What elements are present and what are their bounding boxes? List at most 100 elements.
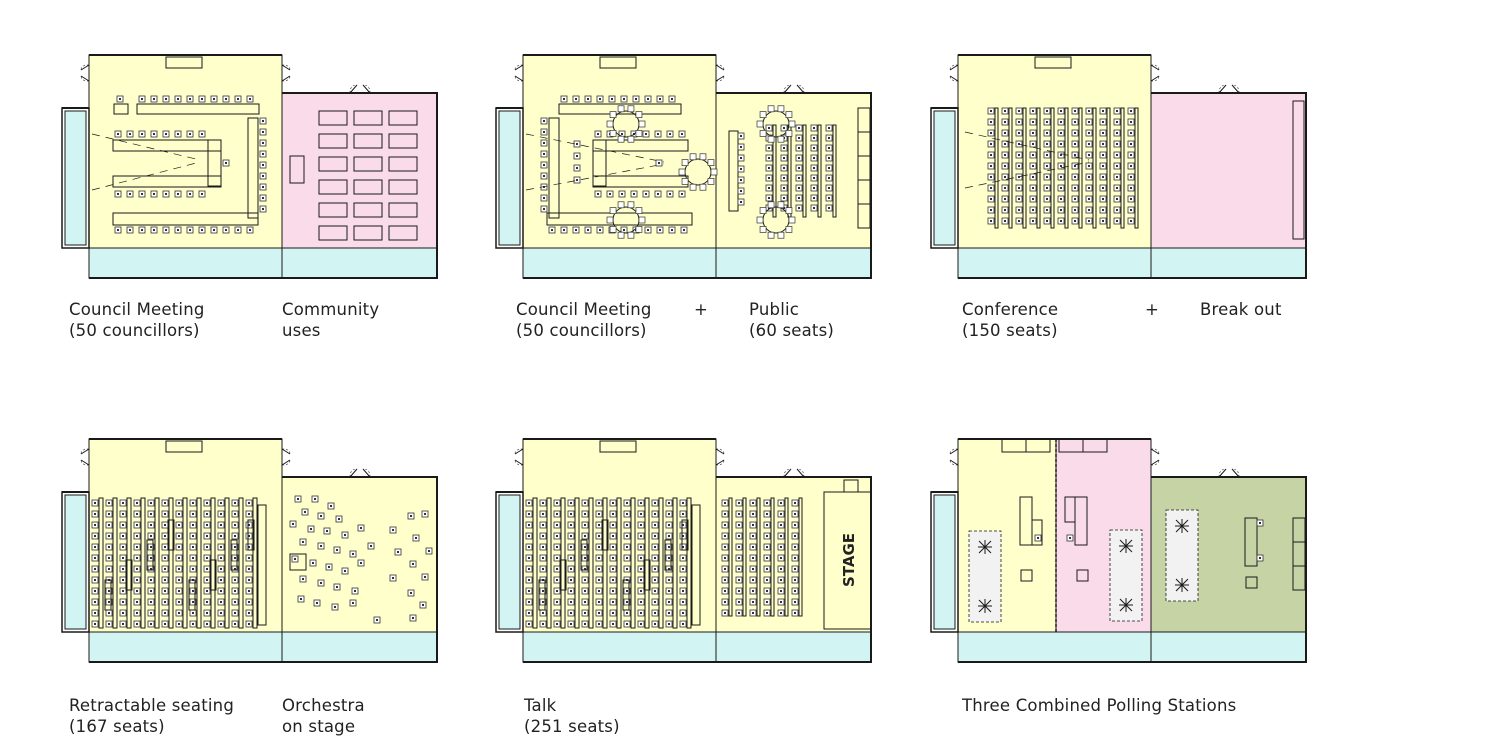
seat-dot xyxy=(813,207,815,209)
seat-dot xyxy=(612,568,614,570)
seat-dot xyxy=(611,98,613,100)
seat-dot xyxy=(234,557,236,559)
seat-dot xyxy=(598,579,600,581)
seat-dot xyxy=(314,498,316,500)
seat-dot xyxy=(1018,132,1020,134)
seat-dot xyxy=(249,98,251,100)
seat-dot xyxy=(192,590,194,592)
seat-dot xyxy=(94,502,96,504)
seat-dot xyxy=(122,535,124,537)
seat-dot xyxy=(668,601,670,603)
seat-dot xyxy=(178,568,180,570)
seat-dot xyxy=(1060,154,1062,156)
plan2-left-line1: Council Meeting xyxy=(516,300,652,319)
seat-dot xyxy=(1060,110,1062,112)
seat-dot xyxy=(794,557,796,559)
plan3-left-caption: Conference (150 seats) xyxy=(962,299,1058,341)
sight-lines xyxy=(91,133,201,191)
seat-dot xyxy=(352,602,354,604)
seat-dot xyxy=(813,197,815,199)
seat-dot xyxy=(206,557,208,559)
seat-dot xyxy=(220,612,222,614)
row-rail xyxy=(182,497,188,629)
plan1-left-caption: Council Meeting (50 councillors) xyxy=(69,299,205,341)
seat-dot xyxy=(645,193,647,195)
row-rail xyxy=(672,497,678,629)
row-rail xyxy=(588,497,594,629)
seat-dot xyxy=(768,177,770,179)
seat-dot xyxy=(794,513,796,515)
seat-dot xyxy=(108,535,110,537)
seat-dot xyxy=(780,601,782,603)
seat-dot xyxy=(794,524,796,526)
door-icon xyxy=(1218,84,1240,94)
seat-dot xyxy=(1130,165,1132,167)
seat-dot xyxy=(192,601,194,603)
seat-dot xyxy=(575,229,577,231)
seat-dot xyxy=(752,579,754,581)
seat-dot xyxy=(543,153,545,155)
seat-dot xyxy=(1074,176,1076,178)
seat-dot xyxy=(768,197,770,199)
seat-dot xyxy=(612,623,614,625)
side-door-icon xyxy=(281,64,291,82)
seat-dot xyxy=(543,120,545,122)
seat-dot xyxy=(798,137,800,139)
seat-dot xyxy=(794,601,796,603)
seat-dot xyxy=(412,563,414,565)
seat-dot xyxy=(543,142,545,144)
plan1-right-line2: uses xyxy=(282,321,321,340)
seat-dot xyxy=(312,562,314,564)
seat-dot xyxy=(344,570,346,572)
seat-dot xyxy=(766,579,768,581)
seat-dot xyxy=(1018,143,1020,145)
seat-dot xyxy=(570,502,572,504)
seat-dot xyxy=(189,98,191,100)
seat-dot xyxy=(640,513,642,515)
seat-dot xyxy=(220,546,222,548)
seat-dot xyxy=(640,502,642,504)
seat-dot xyxy=(659,229,661,231)
seat-dot xyxy=(1032,220,1034,222)
seat-dot xyxy=(422,604,424,606)
seat-dot xyxy=(220,590,222,592)
seat-dot xyxy=(1116,220,1118,222)
seat-dot xyxy=(556,623,558,625)
outer-walls xyxy=(496,54,872,279)
plan5-line1: Talk xyxy=(524,696,557,715)
seat-dot xyxy=(612,502,614,504)
seat-dot xyxy=(164,546,166,548)
seat-dot xyxy=(178,513,180,515)
seat-dot xyxy=(206,623,208,625)
seat-dot xyxy=(1102,110,1104,112)
seat-dot xyxy=(1004,209,1006,211)
seat-dot xyxy=(621,133,623,135)
seat-dot xyxy=(248,579,250,581)
seat-dot xyxy=(738,513,740,515)
plan-talk-stage: STAGE xyxy=(495,438,872,663)
seat-dot xyxy=(682,546,684,548)
seat-dot xyxy=(740,157,742,159)
seat-dot xyxy=(563,98,565,100)
seat-dot xyxy=(108,524,110,526)
seat-dot xyxy=(813,147,815,149)
row-rail xyxy=(1078,107,1083,229)
seat-dot xyxy=(640,546,642,548)
window-strip xyxy=(498,110,521,246)
seat-dot xyxy=(108,546,110,548)
community-table xyxy=(388,156,418,172)
seat-dot xyxy=(1069,537,1071,539)
seat-dot xyxy=(220,568,222,570)
seat-dot xyxy=(576,155,578,157)
top-alcove xyxy=(165,56,203,69)
plan3-right-caption: Break out xyxy=(1200,299,1282,320)
seat-dot xyxy=(990,121,992,123)
seat-dot xyxy=(206,546,208,548)
seat-dot xyxy=(798,207,800,209)
seat-dot xyxy=(556,557,558,559)
row-rail xyxy=(817,124,822,218)
seat-dot xyxy=(164,535,166,537)
seat-dot xyxy=(659,98,661,100)
plan4-right-line1: Orchestra xyxy=(282,696,365,715)
retract-bar xyxy=(125,559,133,591)
